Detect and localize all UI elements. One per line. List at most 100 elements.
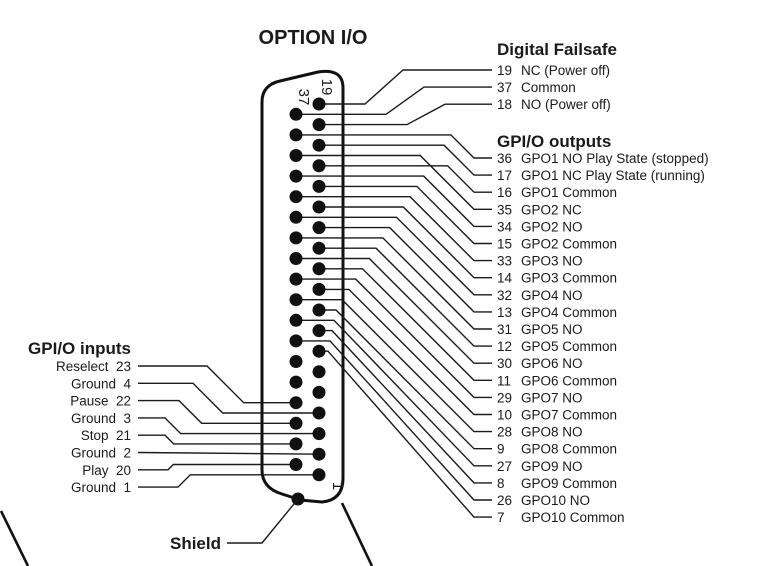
pin-number: 36 xyxy=(497,151,512,166)
diagram-title: OPTION I/O xyxy=(259,27,368,49)
pin-function-label: GPO1 Common xyxy=(521,185,617,200)
pin-1 xyxy=(312,468,326,482)
pin-28 xyxy=(289,293,303,307)
wire-input-pin-23 xyxy=(138,365,296,404)
pin-11 xyxy=(312,262,326,276)
pin-15 xyxy=(312,179,326,193)
pin-number: 12 xyxy=(497,339,512,354)
output-row: 30 GPO6 NO xyxy=(497,356,583,371)
wire-input-pin-20 xyxy=(138,463,296,471)
pin-9 xyxy=(312,303,326,317)
input-row-label: Stop 21 xyxy=(81,428,131,443)
pin-number: 14 xyxy=(497,271,513,286)
pin-21 xyxy=(289,437,303,451)
pin-number: 13 xyxy=(497,305,512,320)
pin-function-label: GPO6 Common xyxy=(521,373,617,388)
shield-label: Shield xyxy=(170,534,221,553)
pin-function-label: GPO2 NO xyxy=(521,219,583,234)
pin-3 xyxy=(312,427,326,441)
pin-2 xyxy=(312,447,326,461)
pin-number: 17 xyxy=(497,168,512,183)
pin-number: 26 xyxy=(497,493,512,508)
pin-number: 34 xyxy=(497,219,513,234)
pin-function-label: GPO9 Common xyxy=(521,476,617,491)
wire-group xyxy=(137,69,492,518)
pin-function-label: GPO9 NO xyxy=(521,459,583,474)
wire-pin-30 xyxy=(296,257,492,364)
wire-pin-37 xyxy=(296,86,492,116)
pin-number: 27 xyxy=(497,459,512,474)
wire-pin-10 xyxy=(319,288,492,416)
pin-10 xyxy=(312,282,326,296)
pin-35 xyxy=(289,149,303,162)
pin-function-label: GPO2 NC xyxy=(521,202,582,217)
pin-number: 28 xyxy=(497,425,512,440)
pin-function-label: GPO4 NO xyxy=(521,288,583,303)
output-row: 28 GPO8 NO xyxy=(497,425,583,440)
pin-function-label: GPO3 Common xyxy=(521,271,617,286)
wire-pin-14 xyxy=(319,206,492,279)
db37-connector-outline xyxy=(260,69,345,504)
wire-pin-9 xyxy=(319,309,492,450)
pin-12 xyxy=(312,241,326,255)
wire-pin-28 xyxy=(296,299,492,433)
pin-number: 16 xyxy=(497,185,512,200)
shield-wire xyxy=(227,498,299,544)
pin-number: 32 xyxy=(497,288,512,303)
wire-pin-26 xyxy=(296,340,492,501)
pin-number: 9 xyxy=(497,442,505,457)
wire-pin-11 xyxy=(319,268,492,381)
pin-5 xyxy=(312,385,326,399)
cable-line-left xyxy=(0,510,30,566)
pin-16 xyxy=(312,159,326,173)
pin-4 xyxy=(312,406,326,420)
output-row: 29 GPO7 NO xyxy=(497,390,583,405)
wire-input-pin-1 xyxy=(138,474,319,488)
output-row: 35 GPO2 NC xyxy=(497,202,582,217)
wire-pin-17 xyxy=(319,144,492,176)
pin-function-label: GPO6 NO xyxy=(521,356,583,371)
pin-number: 35 xyxy=(497,202,512,217)
pin-number: 29 xyxy=(497,390,512,405)
pin-37 xyxy=(289,107,303,121)
pin-18 xyxy=(312,118,326,132)
output-row: 11 GPO6 Common xyxy=(497,373,617,388)
pin-19-marker: 19 xyxy=(318,79,335,96)
pin-function-label: GPO7 NO xyxy=(521,390,583,405)
pin-function-label: GPO1 NO Play State (stopped) xyxy=(521,151,709,166)
pin-function-label: GPO8 NO xyxy=(521,425,583,440)
wire-pin-27 xyxy=(296,319,492,467)
output-row: 36 GPO1 NO Play State (stopped) xyxy=(497,151,709,166)
wire-pin-32 xyxy=(296,216,492,296)
wire-input-pin-4 xyxy=(138,382,319,414)
pin-24 xyxy=(289,375,303,389)
pin-number: 30 xyxy=(497,356,512,371)
pin-function-label: GPO7 Common xyxy=(521,408,617,423)
pin-23 xyxy=(289,396,303,410)
pin-number: 11 xyxy=(497,373,511,388)
pin-6 xyxy=(312,365,326,379)
pin-number: 31 xyxy=(497,322,512,337)
pin-8 xyxy=(312,324,326,338)
pin-32 xyxy=(289,210,303,224)
output-row: 14 GPO3 Common xyxy=(497,271,617,286)
cable-line-right xyxy=(340,502,374,566)
pin-function-label: GPO1 NC Play State (running) xyxy=(521,168,705,183)
pin-29 xyxy=(289,272,303,286)
gpio-outputs-heading: GPI/O outputs xyxy=(497,132,611,151)
pin-number: 8 xyxy=(497,476,505,491)
wire-input-pin-21 xyxy=(138,434,296,445)
wire-pin-12 xyxy=(319,247,492,347)
pin-number: 33 xyxy=(497,254,512,269)
wire-pin-36 xyxy=(296,134,492,159)
input-row-label: Ground 4 xyxy=(71,376,132,391)
